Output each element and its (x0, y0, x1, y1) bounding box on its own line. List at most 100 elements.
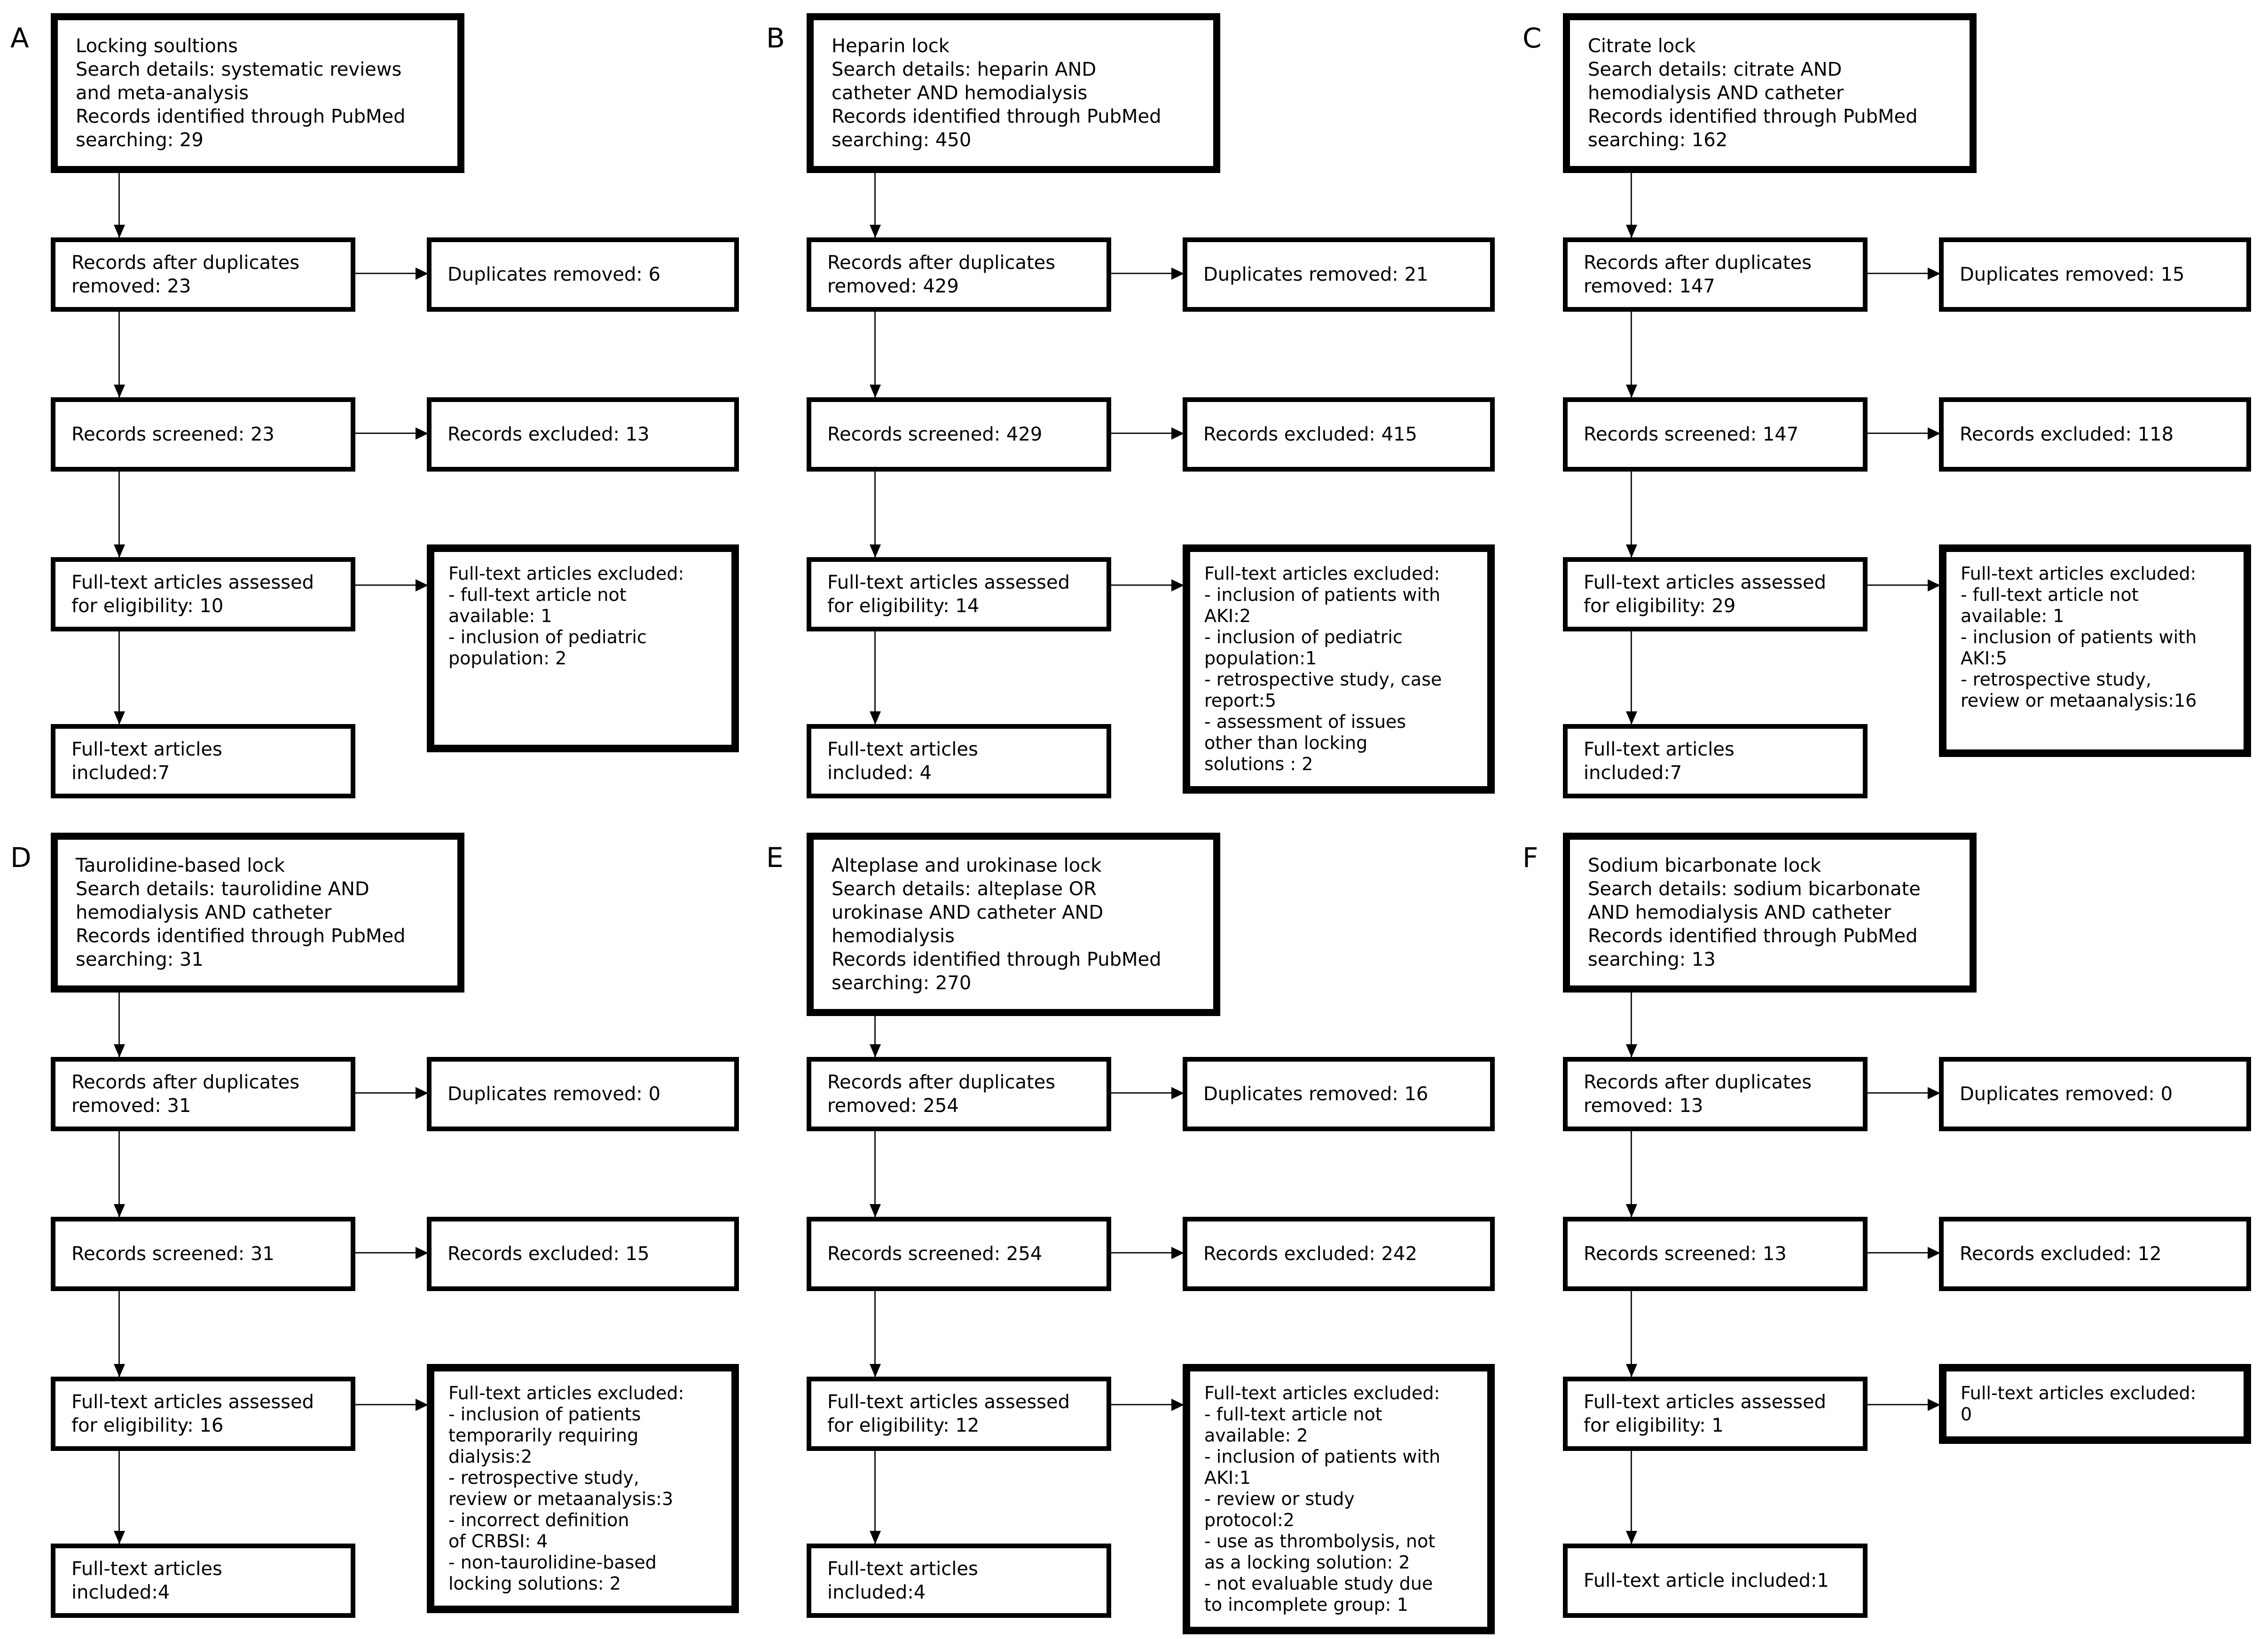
fulltext-excluded-box: Full-text articles excluded: - inclusion… (427, 1364, 739, 1613)
flow-arrow-right (1110, 1092, 1184, 1094)
records-excluded-box: Records excluded: 242 (1183, 1217, 1495, 1291)
flow-arrow-right (354, 1252, 428, 1253)
duplicates-removed-box: Duplicates removed: 0 (427, 1057, 739, 1131)
records-excluded-box: Records excluded: 12 (1939, 1217, 2251, 1291)
fulltext-excluded-box: Full-text articles excluded: - inclusion… (1183, 544, 1495, 794)
flow-arrow-down (118, 153, 120, 238)
identification-box: Taurolidine-based lock Search details: t… (51, 833, 464, 993)
flow-arrow-right (354, 433, 428, 434)
fulltext-included-box: Full-text articles included:7 (1563, 724, 1868, 798)
panel-a: A Locking soultions Search details: syst… (0, 0, 756, 820)
panel-label: B (766, 22, 785, 54)
panel-label: A (10, 22, 29, 54)
fulltext-assessed-box: Full-text articles assessed for eligibil… (1563, 1377, 1868, 1451)
identification-box: Sodium bicarbonate lock Search details: … (1563, 833, 1977, 993)
fulltext-included-box: Full-text articles included:7 (51, 724, 355, 798)
flow-arrow-down (1631, 1130, 1632, 1217)
flow-arrow-right (1110, 584, 1184, 586)
records-screened-box: Records screened: 147 (1563, 397, 1868, 472)
flow-arrow-right (354, 1092, 428, 1094)
flow-arrow-right (1867, 1252, 1940, 1253)
records-after-duplicates-box: Records after duplicates removed: 429 (807, 237, 1111, 312)
flow-arrow-down (874, 1290, 876, 1377)
flow-arrow-right (1110, 1404, 1184, 1405)
records-excluded-box: Records excluded: 15 (427, 1217, 739, 1291)
fulltext-excluded-box: Full-text articles excluded: - full-text… (1939, 544, 2251, 757)
flow-arrow-down (118, 471, 120, 558)
records-screened-box: Records screened: 31 (51, 1217, 355, 1291)
fulltext-included-box: Full-text articles included:4 (807, 1544, 1111, 1618)
records-after-duplicates-box: Records after duplicates removed: 147 (1563, 237, 1868, 312)
flow-arrow-right (1110, 433, 1184, 434)
flow-arrow-right (354, 584, 428, 586)
records-after-duplicates-box: Records after duplicates removed: 13 (1563, 1057, 1868, 1131)
records-after-duplicates-box: Records after duplicates removed: 31 (51, 1057, 355, 1131)
fulltext-assessed-box: Full-text articles assessed for eligibil… (1563, 557, 1868, 631)
fulltext-assessed-box: Full-text articles assessed for eligibil… (51, 557, 355, 631)
flow-arrow-right (1110, 1252, 1184, 1253)
flow-arrow-right (1110, 273, 1184, 274)
records-screened-box: Records screened: 254 (807, 1217, 1111, 1291)
fulltext-excluded-box: Full-text articles excluded: - full-text… (1183, 1364, 1495, 1634)
duplicates-removed-box: Duplicates removed: 6 (427, 237, 739, 312)
flow-arrow-right (1867, 1092, 1940, 1094)
records-excluded-box: Records excluded: 415 (1183, 397, 1495, 472)
fulltext-assessed-box: Full-text articles assessed for eligibil… (807, 1377, 1111, 1451)
flow-arrow-down (874, 153, 876, 238)
flow-arrow-down (874, 311, 876, 398)
fulltext-included-box: Full-text articles included:4 (51, 1544, 355, 1618)
flow-arrow-right (1867, 584, 1940, 586)
flow-arrow-right (354, 1404, 428, 1405)
flow-arrow-down (874, 1450, 876, 1544)
panel-label: F (1522, 842, 1538, 874)
flow-arrow-down (874, 630, 876, 725)
identification-box: Citrate lock Search details: citrate AND… (1563, 13, 1977, 173)
flow-arrow-down (118, 1290, 120, 1377)
flow-arrow-down (1631, 630, 1632, 725)
records-after-duplicates-box: Records after duplicates removed: 23 (51, 237, 355, 312)
flow-arrow-right (1867, 1404, 1940, 1405)
flow-arrow-down (1631, 153, 1632, 238)
flow-arrow-right (1867, 273, 1940, 274)
panel-label: D (10, 842, 31, 874)
fulltext-assessed-box: Full-text articles assessed for eligibil… (51, 1377, 355, 1451)
duplicates-removed-box: Duplicates removed: 0 (1939, 1057, 2251, 1131)
flow-arrow-down (1631, 311, 1632, 398)
fulltext-excluded-box: Full-text articles excluded: 0 (1939, 1364, 2251, 1444)
flow-arrow-down (1631, 471, 1632, 558)
flow-arrow-down (118, 1130, 120, 1217)
flow-arrow-down (118, 973, 120, 1057)
flow-arrow-down (1631, 973, 1632, 1057)
identification-box: Alteplase and urokinase lock Search deta… (807, 833, 1220, 1016)
fulltext-assessed-box: Full-text articles assessed for eligibil… (807, 557, 1111, 631)
records-excluded-box: Records excluded: 13 (427, 397, 739, 472)
records-screened-box: Records screened: 429 (807, 397, 1111, 472)
fulltext-included-box: Full-text article included:1 (1563, 1544, 1868, 1618)
panel-c: C Citrate lock Search details: citrate A… (1512, 0, 2268, 820)
flow-arrow-right (1867, 433, 1940, 434)
identification-box: Heparin lock Search details: heparin AND… (807, 13, 1220, 173)
panel-b: B Heparin lock Search details: heparin A… (756, 0, 1512, 820)
flow-arrow-down (118, 311, 120, 398)
panel-label: E (766, 842, 784, 874)
panel-d: D Taurolidine-based lock Search details:… (0, 820, 756, 1639)
duplicates-removed-box: Duplicates removed: 15 (1939, 237, 2251, 312)
identification-box: Locking soultions Search details: system… (51, 13, 464, 173)
flow-arrow-down (1631, 1450, 1632, 1544)
duplicates-removed-box: Duplicates removed: 21 (1183, 237, 1495, 312)
panel-label: C (1522, 22, 1542, 54)
flow-arrow-down (1631, 1290, 1632, 1377)
panel-e: E Alteplase and urokinase lock Search de… (756, 820, 1512, 1639)
records-excluded-box: Records excluded: 118 (1939, 397, 2251, 472)
records-screened-box: Records screened: 23 (51, 397, 355, 472)
fulltext-included-box: Full-text articles included: 4 (807, 724, 1111, 798)
records-screened-box: Records screened: 13 (1563, 1217, 1868, 1291)
panel-f: F Sodium bicarbonate lock Search details… (1512, 820, 2268, 1639)
flow-arrow-down (118, 630, 120, 725)
flow-arrow-down (874, 471, 876, 558)
flow-arrow-down (874, 1130, 876, 1217)
fulltext-excluded-box: Full-text articles excluded: - full-text… (427, 544, 739, 752)
flow-arrow-right (354, 273, 428, 274)
duplicates-removed-box: Duplicates removed: 16 (1183, 1057, 1495, 1131)
